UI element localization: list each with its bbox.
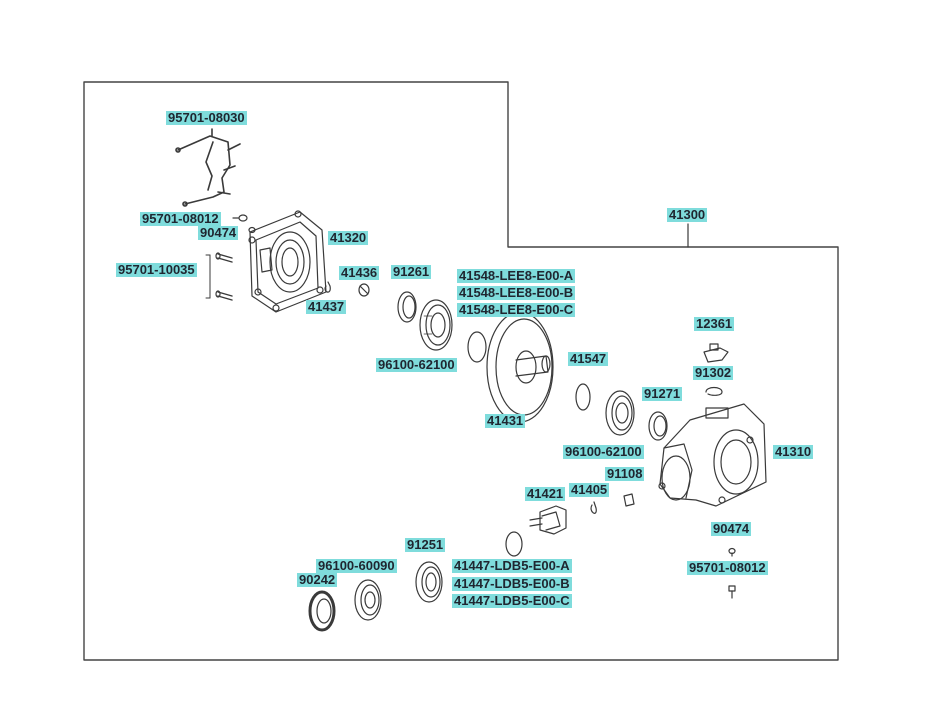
part-label-41548-LEE8-E00-C[interactable]: 41548-LEE8-E00-C (457, 302, 576, 317)
part-label-41300[interactable]: 41300 (667, 207, 708, 222)
seal-90242-shape (308, 590, 336, 632)
part-label-91271[interactable]: 91271 (642, 386, 683, 401)
breather-cap-shape (703, 343, 729, 396)
plug-pin-shape (590, 493, 635, 514)
part-label-90474-lower[interactable]: 90474 (711, 521, 752, 536)
part-label-12361[interactable]: 12361 (694, 316, 735, 331)
part-label-90474[interactable]: 90474 (198, 225, 239, 240)
part-label-41547[interactable]: 41547 (568, 351, 609, 366)
part-label-41310[interactable]: 41310 (773, 444, 814, 459)
seal-91261-shape (397, 291, 417, 323)
part-label-91261[interactable]: 91261 (391, 264, 432, 279)
bearing-60090-shape (354, 579, 382, 621)
part-label-96100-62100-right[interactable]: 96100-62100 (563, 444, 644, 459)
part-label-95701-08030[interactable]: 95701-08030 (166, 110, 247, 125)
part-label-41405[interactable]: 41405 (569, 482, 610, 497)
bearing-left-shape (419, 299, 453, 351)
shim-41447-shape (505, 531, 523, 557)
bearing-right-shape (605, 390, 635, 436)
stud-bolts-shape (205, 252, 233, 301)
part-label-41421[interactable]: 41421 (525, 486, 566, 501)
part-label-91108[interactable]: 91108 (605, 466, 645, 481)
part-label-41437[interactable]: 41437 (306, 299, 347, 314)
bolt-small-top-shape (232, 214, 256, 234)
pinion-shape (529, 505, 567, 535)
bolt-bottom-right-shape (728, 547, 736, 599)
ring-41547-shape (575, 383, 591, 411)
part-label-95701-10035[interactable]: 95701-10035 (116, 262, 197, 277)
part-label-41447-LDB5-E00-C[interactable]: 41447-LDB5-E00-C (452, 593, 572, 608)
part-label-95701-08012[interactable]: 95701-08012 (140, 211, 221, 226)
seal-91271-shape (648, 411, 668, 441)
part-label-96100-60090[interactable]: 96100-60090 (316, 558, 397, 573)
part-label-41320[interactable]: 41320 (328, 230, 369, 245)
ring-gear-shape (486, 311, 554, 423)
part-label-95701-08012-lower[interactable]: 95701-08012 (687, 560, 768, 575)
part-label-96100-62100-left[interactable]: 96100-62100 (376, 357, 457, 372)
part-label-41548-LEE8-E00-A[interactable]: 41548-LEE8-E00-A (457, 268, 576, 283)
assembly-outline (83, 81, 839, 661)
part-label-90242[interactable]: 90242 (297, 572, 338, 587)
part-label-91251[interactable]: 91251 (405, 537, 446, 552)
gear-case-shape (658, 403, 767, 507)
part-label-41431[interactable]: 41431 (485, 413, 526, 428)
part-label-41548-LEE8-E00-B[interactable]: 41548-LEE8-E00-B (457, 285, 576, 300)
shim-ring-shape (467, 331, 487, 363)
cover-case-shape (248, 210, 327, 313)
breather-hose-shape (175, 128, 241, 207)
clip-pin-shape (324, 281, 370, 297)
part-label-41447-LDB5-E00-B[interactable]: 41447-LDB5-E00-B (452, 576, 572, 591)
part-label-41447-LDB5-E00-A[interactable]: 41447-LDB5-E00-A (452, 558, 572, 573)
part-label-41436[interactable]: 41436 (339, 265, 380, 280)
bearing-91251-shape (415, 561, 443, 603)
part-label-91302[interactable]: 91302 (693, 365, 734, 380)
